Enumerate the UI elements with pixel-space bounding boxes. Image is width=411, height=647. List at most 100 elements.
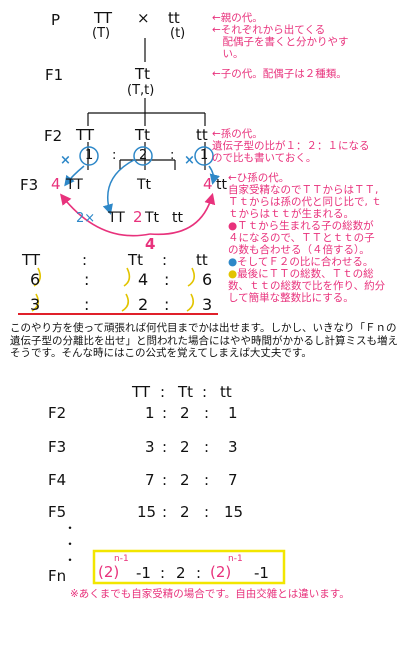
blue-arrow-right <box>208 165 220 185</box>
ratio-row2-colon-1: : <box>84 295 90 314</box>
f3-bottom-num: 2 <box>133 208 143 226</box>
formula-row-c: 15 <box>224 503 244 521</box>
f3-bullet-3: ●最後にＴＴの総数、Ｔｔの総 数、ｔｔの総数で比を作り、約分 して簡単な整数比に… <box>228 268 385 304</box>
formula-row-colon: : <box>204 438 210 456</box>
f2-genotype-tt-het: Tt <box>135 126 151 144</box>
bullet-line: の数も合わせる（４倍する）。 <box>228 244 370 256</box>
fn-colon-2: : <box>196 564 202 582</box>
formula-row-colon: : <box>204 503 210 521</box>
f3-note-line: 自家受精なのでＴＴからはＴＴ, <box>228 184 379 196</box>
f3-mid-genotype: Tt <box>137 177 152 193</box>
bullet-line: して簡単な整数比にする。 <box>228 292 354 304</box>
ratio-row1-c: 6 <box>202 270 213 289</box>
f3-label: F3 <box>20 176 39 194</box>
fn-middle: 2 <box>176 564 186 582</box>
fn-base-1: (2) <box>98 563 120 581</box>
blue-arrow-middle <box>102 159 135 215</box>
formula-row-b: 2 <box>180 438 190 456</box>
formula-box <box>92 549 286 585</box>
blue-cross-left: × <box>60 153 71 168</box>
yellow-strike-5 <box>121 293 130 312</box>
formula-row-a: 15 <box>137 503 157 521</box>
fn-colon-1: : <box>160 564 166 582</box>
formula-row-a: 1 <box>145 404 155 422</box>
p-note: ←親の代。 ←それぞれから出てくる 配偶子を書くと分かりやす い。 <box>212 12 349 60</box>
formula-row-b: 2 <box>180 404 190 422</box>
continuation-dot: ・ <box>64 537 77 551</box>
f2-ratio-2: 2 <box>139 148 148 163</box>
f3-note: ←ひ孫の代。 自家受精なのでＴＴからはＴＴ, Ｔｔからは孫の代と同じ比で, ｔ … <box>228 172 385 304</box>
formula-row-c: 1 <box>228 404 238 422</box>
f3-bullet-2: ●そしてＦ２の比に合わせる。 <box>228 256 385 268</box>
ratio-row1-b: 4 <box>138 270 149 289</box>
bullet-line: ４になるので、ＴＴとｔｔの子 <box>228 232 375 244</box>
ratio-row1-a: 6 <box>30 270 41 289</box>
blue-arrow-left <box>64 165 85 187</box>
f2-genotype-tt-dom: TT <box>76 126 95 144</box>
f3-left-num: 4 <box>51 175 61 193</box>
ratio-header-tt-het: Tt <box>128 251 144 269</box>
p-label: P <box>51 11 61 29</box>
f2-label: F2 <box>44 127 63 145</box>
ratio-row2-b: 2 <box>138 295 149 314</box>
yellow-strike-4 <box>31 293 40 312</box>
fn-minus-2: -1 <box>254 564 269 582</box>
ratio-row2-c: 3 <box>202 295 213 314</box>
pink-dot-icon: ● <box>228 220 238 232</box>
f3-left-genotype: TT <box>66 177 83 193</box>
f2-ratio-1: 1 <box>85 148 94 163</box>
f3-bottom-genotype-3: tt <box>172 210 183 226</box>
f3-bullet-1: ●Ｔｔから生まれる子の総数が ４になるので、ＴＴとｔｔの子 の数も合わせる（４倍… <box>228 220 385 256</box>
formula-row-label: F3 <box>48 438 67 456</box>
p-note-line: ←親の代。 <box>212 12 263 24</box>
f2-ratio-3: 1 <box>200 148 209 163</box>
ratio-row2-a: 3 <box>30 295 41 314</box>
continuation-dot: ・ <box>64 521 77 535</box>
formula-row-c: 7 <box>228 471 238 489</box>
yellow-strike-6 <box>186 293 195 312</box>
yellow-strike-1 <box>33 267 42 287</box>
footnote: ※あくまでも自家受精の場合です。自由交雑とは違います。 <box>70 588 350 600</box>
formula-row-a: 7 <box>145 471 155 489</box>
f2-note-line: ←孫の代。 <box>212 128 263 140</box>
f2-note-line: 遺伝子型の比が１：２：１になる <box>212 140 370 152</box>
bullet-line: 最後にＴＴの総数、Ｔｔの総 <box>237 268 374 280</box>
f2-note: ←孫の代。 遺伝子型の比が１：２：１になる ので比も書いておく。 <box>212 128 370 164</box>
p-note-line: ←それぞれから出てくる <box>212 24 326 36</box>
ratio-header-colon-1: : <box>82 251 88 269</box>
p-note-line: 配偶子を書くと分かりやす <box>212 36 349 48</box>
bullet-line: そしてＦ２の比に合わせる。 <box>237 256 374 268</box>
formula-row-a: 3 <box>145 438 155 456</box>
ratio-header-colon-2: : <box>162 251 168 269</box>
formula-row-colon: : <box>162 404 168 422</box>
formula-row-c: 3 <box>228 438 238 456</box>
formula-row-colon: : <box>204 471 210 489</box>
pink-arrow-right <box>149 192 216 236</box>
f3-right-genotype: tt <box>216 177 227 193</box>
f2-ratio-colon-2: : <box>170 148 175 163</box>
p-parent1: TT <box>94 9 113 27</box>
formula-row-colon: : <box>162 438 168 456</box>
formula-row-label: F4 <box>48 471 67 489</box>
ratio-row1-colon-2: : <box>164 270 170 289</box>
ratio-circle-3 <box>194 146 214 166</box>
formula-row-colon: : <box>204 404 210 422</box>
p-gamete2: (t) <box>170 26 186 41</box>
f3-bottom-prefix: 2× <box>76 211 96 226</box>
f3-note-line: ←ひ孫の代。 <box>228 172 290 184</box>
f3-note-line: ｔからはｔｔが生まれる。 <box>228 208 354 220</box>
formula-row-b: 2 <box>180 471 190 489</box>
f1-genotype: Tt <box>135 65 151 83</box>
blue-dot-icon: ● <box>228 256 238 268</box>
formula-header-colon-2: : <box>202 383 208 401</box>
yellow-strike-3 <box>187 267 196 287</box>
fn-exponent-2: n-1 <box>228 554 243 564</box>
f3-right-num: 4 <box>203 175 213 193</box>
pink-arrow-left <box>60 193 151 237</box>
formula-row-colon: : <box>162 503 168 521</box>
f1-gametes: (T,t) <box>127 83 155 98</box>
f2-genotype-tt-rec: tt <box>196 126 208 144</box>
f3-bottom-genotype-2: Tt <box>145 210 160 226</box>
formula-row-label: F5 <box>48 503 67 521</box>
